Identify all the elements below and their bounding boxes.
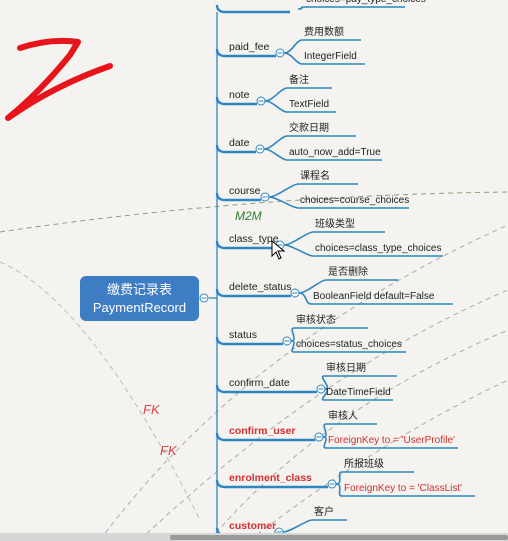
field-name: confirm_date [229,377,290,389]
field-detail: choices=course_choices [300,195,409,206]
field-node-6[interactable]: delete_status 是否删除 BooleanField default=Fa… [215,265,453,305]
field-detail: 审核日期 [326,361,366,374]
field-node-1[interactable]: paid_fee 费用数额 IntegerField [215,25,365,65]
field-detail: auto_now_add=True [289,147,381,158]
fk-label-1: FK [143,402,161,417]
mouse-cursor-icon [271,239,286,260]
field-detail: choices=class_type_choices [315,243,441,254]
collapse-toggle[interactable] [282,336,292,346]
field-node-10[interactable]: enrolment_class 所报班级 ForeignKey to = 'Clas… [215,457,475,497]
red-pen-annotation [5,37,113,121]
field-name: confirm_user [229,425,296,437]
field-detail: ForeignKey to = 'ClassList' [344,483,462,494]
field-name: note [229,89,250,101]
field-detail: 客户 [314,505,334,518]
field-detail: choices=pay_type_choices [306,0,426,5]
field-detail: DateTimeField [326,387,391,398]
field-node-0[interactable]: choices=pay_type_choices [215,0,426,14]
field-name: delete_status [229,281,291,293]
field-detail: 所报班级 [344,457,384,470]
collapse-toggle[interactable] [316,384,326,394]
field-node-7[interactable]: status 审核状态 choices=status_choices [215,313,406,353]
collapse-toggle[interactable] [255,144,265,154]
root-node[interactable]: 缴费记录表 PaymentRecord [80,276,199,321]
field-detail: 课程名 [300,169,330,182]
field-detail: TextField [289,99,329,110]
field-detail: 备注 [289,73,309,86]
field-name: course [229,185,261,197]
field-name: customer [229,520,276,532]
field-node-8[interactable]: confirm_date 审核日期 DateTimeField [215,361,397,401]
field-detail: BooleanField default=False [313,291,435,302]
field-name: status [229,329,257,341]
field-node-9[interactable]: confirm_user 审核人 ForeignKey to = 'UserProf… [215,409,458,449]
root-title-en: PaymentRecord [93,300,186,315]
m2m-label: M2M [235,209,262,223]
field-node-2[interactable]: note 备注 TextField [215,73,336,113]
field-node-3[interactable]: date 交款日期 auto_now_add=True [215,121,382,161]
field-node-5[interactable]: class_type 班级类型 choices=class_type_choices [215,217,443,257]
fk-label-2: FK [160,443,178,458]
collapse-toggle[interactable] [275,48,285,58]
trunk-lines [209,12,218,541]
field-detail: 审核人 [328,409,358,422]
field-detail: 班级类型 [315,217,355,230]
collapse-toggle[interactable] [260,192,270,202]
field-detail: 审核状态 [296,313,336,326]
field-name: enrolment_class [229,472,312,484]
field-detail: ForeignKey to = 'UserProfile' [328,435,455,446]
collapse-toggle[interactable] [327,479,337,489]
field-node-11[interactable]: customer 客户 [215,505,347,537]
collapse-toggle[interactable] [290,288,300,298]
root-title-cn: 缴费记录表 [107,282,172,297]
field-detail: choices=status_choices [296,339,402,350]
field-detail: 是否删除 [328,265,368,278]
field-detail: 费用数额 [304,25,344,38]
field-name: date [229,137,250,149]
field-detail: 交款日期 [289,121,329,134]
root-collapse-toggle[interactable] [199,293,209,303]
field-name: paid_fee [229,41,269,53]
collapse-toggle[interactable] [314,432,324,442]
field-node-4[interactable]: course 课程名 choices=course_choices [215,169,409,209]
field-name: class_type [229,233,279,245]
collapse-toggle[interactable] [256,96,266,106]
field-detail: IntegerField [304,51,357,62]
scrollbar-thumb[interactable] [170,535,508,540]
